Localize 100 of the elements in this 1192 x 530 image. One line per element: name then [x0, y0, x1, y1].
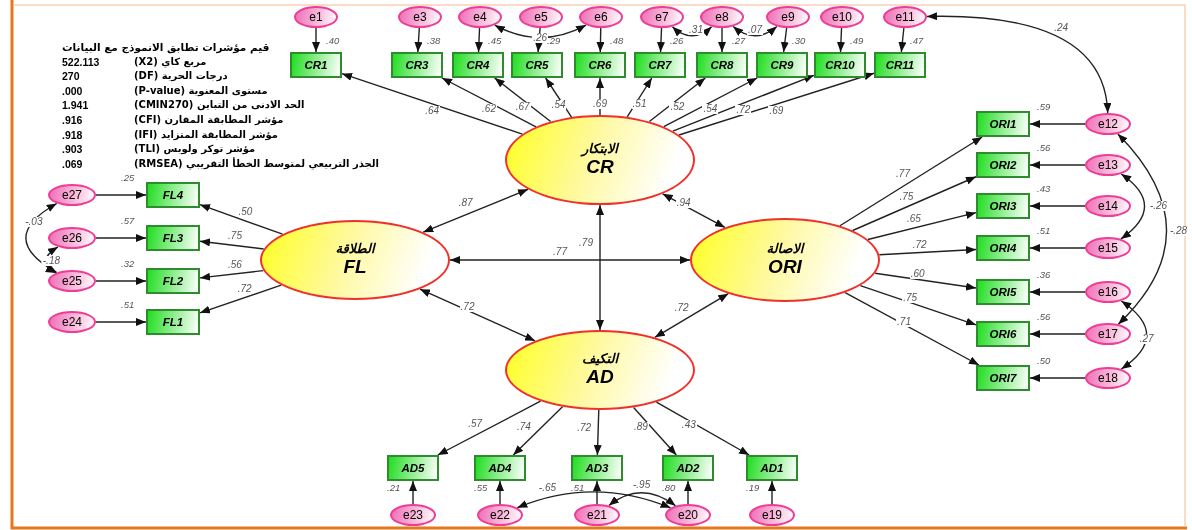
node-label: التكيف	[581, 350, 619, 367]
edge-label: .77	[552, 247, 568, 257]
arrow	[851, 176, 977, 232]
arrow	[437, 400, 542, 456]
node-label: ORI3	[989, 200, 1017, 212]
edge-label: .71	[896, 316, 912, 327]
squared-correlation-label: .43	[1037, 184, 1051, 194]
indicator-box	[976, 111, 1030, 137]
edge-label: -.26	[1148, 201, 1169, 212]
arrow	[474, 27, 483, 53]
table-cell-text: .918	[62, 127, 84, 143]
squared-correlation-label: .57	[121, 216, 135, 226]
edge-label: .62	[481, 104, 497, 115]
arrow	[672, 74, 815, 132]
error-ellipse	[640, 6, 684, 28]
arrow	[596, 27, 605, 53]
error-ellipse	[749, 504, 795, 526]
error-ellipse	[458, 6, 502, 28]
error-ellipse	[477, 504, 523, 526]
edge-label: .07	[747, 24, 763, 35]
node-label: CR8	[710, 59, 734, 71]
double-headed-arrow	[654, 293, 730, 339]
node-label: e10	[832, 10, 852, 24]
node-label: AD1	[760, 462, 784, 474]
node-label: e21	[587, 508, 607, 522]
arrow	[199, 238, 265, 250]
node-label: CR7	[648, 59, 672, 71]
table-cell-text: 1.941	[62, 98, 90, 113]
squared-correlation-label: .38	[427, 36, 441, 46]
indicator-box	[391, 52, 443, 78]
node-label: CR	[586, 156, 614, 180]
double-headed-arrow	[671, 26, 713, 37]
arrow	[874, 272, 977, 291]
arrow	[95, 277, 147, 285]
squared-correlation-label: .19	[746, 483, 760, 493]
squared-correlation-label: .48	[610, 36, 624, 46]
arrow	[655, 401, 750, 456]
indicator-box	[146, 225, 200, 251]
arrow	[1029, 330, 1086, 338]
table-cell-text: .069	[62, 156, 84, 172]
edge-label: .72	[459, 302, 476, 312]
edge-label: .27	[1138, 334, 1155, 344]
arrow	[839, 136, 983, 227]
arrow	[441, 77, 537, 128]
arrow	[663, 77, 758, 128]
error-ellipse	[294, 6, 338, 28]
edge-label: .31	[688, 24, 704, 35]
node-label: ORI6	[989, 328, 1017, 340]
node-label: e1	[309, 10, 323, 24]
node-label: e16	[1098, 285, 1118, 299]
node-label: e20	[678, 508, 698, 522]
squared-correlation-label: .29	[547, 36, 561, 46]
double-headed-arrow	[516, 491, 672, 509]
node-label: e4	[473, 10, 487, 24]
node-label: CR6	[588, 59, 612, 71]
node-label: CR10	[825, 59, 855, 71]
node-label: ORI4	[989, 242, 1017, 254]
squared-correlation-label: .49	[850, 36, 864, 46]
arrow	[496, 480, 504, 505]
error-ellipse	[1085, 113, 1131, 135]
arrow	[1029, 161, 1086, 169]
double-headed-arrow	[732, 25, 778, 37]
indicator-box	[696, 52, 748, 78]
indicator-box	[146, 268, 200, 294]
error-ellipse	[519, 6, 563, 28]
node-label: e5	[534, 10, 548, 24]
arrow	[199, 284, 282, 314]
arrow	[632, 406, 678, 456]
edge-label: .72	[673, 302, 690, 313]
arrow	[780, 27, 789, 53]
arrow	[593, 409, 602, 456]
arrow	[678, 72, 875, 136]
squared-correlation-label: .27	[732, 36, 746, 46]
arrow	[1029, 244, 1086, 252]
table-cell: مؤشر المطابقة المتزايد (IFI)	[134, 127, 278, 143]
node-label: e6	[594, 10, 608, 24]
indicator-box	[571, 455, 623, 481]
indicator-box	[662, 455, 714, 481]
table-cell-text: 522.113	[62, 54, 101, 70]
node-label: FL2	[162, 275, 184, 287]
squared-correlation-label: .32	[121, 259, 135, 269]
edge-label: .24	[1053, 23, 1070, 34]
arrow	[1029, 120, 1086, 128]
node-label: e13	[1098, 158, 1118, 172]
squared-correlation-label: .56	[1037, 143, 1051, 153]
edge-label: .50	[237, 206, 254, 217]
edge-label: .60	[909, 268, 926, 279]
indicator-box	[511, 52, 563, 78]
error-ellipse	[1085, 367, 1131, 389]
error-ellipse	[48, 227, 96, 249]
edge-label: -.03	[24, 217, 44, 227]
node-label: e9	[781, 10, 795, 24]
arrow	[859, 284, 977, 326]
error-ellipse	[1085, 323, 1131, 345]
squared-correlation-label: .51	[121, 300, 135, 310]
arrow	[626, 77, 653, 118]
double-headed-arrow	[449, 256, 691, 264]
error-ellipse	[390, 504, 436, 526]
edge-label: .72	[236, 283, 253, 294]
node-label: CR11	[885, 59, 915, 71]
